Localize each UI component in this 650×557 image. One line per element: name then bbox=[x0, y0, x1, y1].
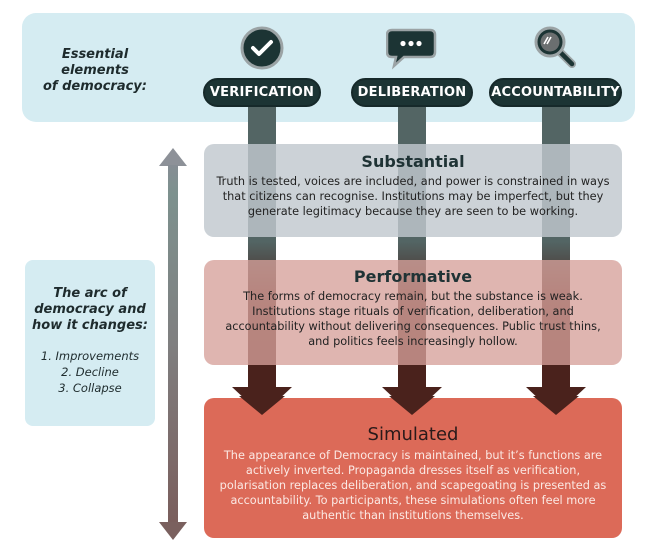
essential-elements-label-line2: of democracy: bbox=[43, 79, 147, 94]
arc-title-line1: The arc of bbox=[53, 286, 127, 301]
stage-text-simulated: The appearance of Democracy is maintaine… bbox=[219, 449, 607, 522]
stage-title-substantial: Substantial bbox=[361, 152, 465, 171]
essential-elements-label: Essential elements of democracy: bbox=[30, 47, 160, 95]
arc-item-collapse: 3. Collapse bbox=[58, 381, 122, 395]
arc-title: The arc of democracy and how it changes: bbox=[25, 260, 155, 334]
accountability-arrow-tip bbox=[533, 396, 579, 415]
check-circle-icon bbox=[240, 26, 284, 70]
arrow-tips-overlay bbox=[239, 396, 579, 415]
stage-title-simulated: Simulated bbox=[367, 424, 459, 445]
arc-item-improvements: 1. Improvements bbox=[40, 349, 140, 363]
verification-arrow-tip bbox=[239, 396, 285, 415]
stage-text-performative: The forms of democracy remain, but the s… bbox=[225, 290, 601, 348]
arc-item-decline: 2. Decline bbox=[61, 365, 119, 379]
arc-of-democracy-panel: The arc of democracy and how it changes:… bbox=[25, 260, 155, 426]
arc-arrow-up-head bbox=[159, 148, 187, 166]
arc-title-line3: how it changes: bbox=[32, 318, 148, 333]
speech-bubble-icon bbox=[386, 28, 437, 70]
stage-text-substantial: Truth is tested, voices are included, an… bbox=[216, 175, 610, 218]
arc-arrow-shaft bbox=[168, 165, 178, 523]
arc-double-arrow bbox=[159, 148, 187, 540]
accountability-pill: ACCOUNTABILITY bbox=[489, 78, 622, 107]
stage-title-performative: Performative bbox=[353, 267, 473, 286]
essential-elements-label-line1: Essential elements bbox=[61, 47, 129, 78]
arc-title-line2: democracy and bbox=[34, 302, 146, 317]
magnifying-glass-icon bbox=[534, 26, 576, 68]
stage-card-simulated: Simulated The appearance of Democracy is… bbox=[204, 398, 622, 538]
stage-card-performative: Performative The forms of democracy rema… bbox=[204, 260, 622, 365]
stage-card-substantial: Substantial Truth is tested, voices are … bbox=[204, 144, 622, 237]
verification-pill: VERIFICATION bbox=[203, 78, 321, 107]
deliberation-pill: DELIBERATION bbox=[351, 78, 473, 107]
deliberation-arrow-tip bbox=[389, 396, 435, 415]
arc-stage-list: 1. Improvements 2. Decline 3. Collapse bbox=[25, 348, 155, 396]
arc-arrow-down-head bbox=[159, 522, 187, 540]
